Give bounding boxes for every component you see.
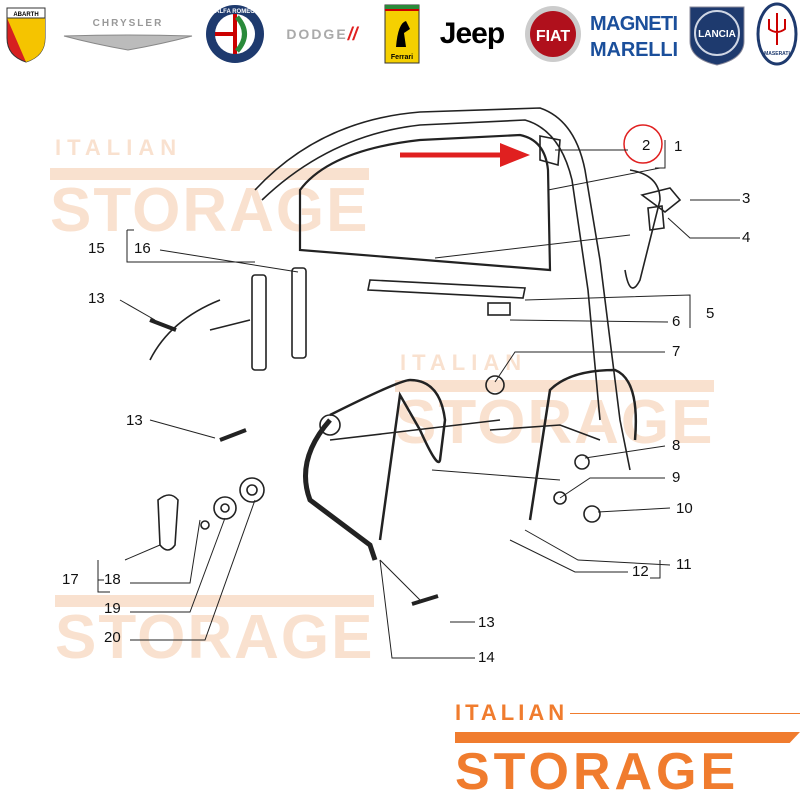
svg-text:MAGNETI: MAGNETI: [590, 13, 678, 35]
callout-3: 3: [742, 190, 750, 207]
lancia-logo: LANCIA: [686, 4, 748, 66]
dodge-logo: DODGE//: [286, 23, 358, 44]
callout-10: 10: [676, 500, 693, 517]
svg-text:ABARTH: ABARTH: [13, 12, 38, 18]
watermark-line1: ITALIAN: [400, 350, 528, 375]
italian-storage-logo: ITALIAN STORAGE: [455, 700, 800, 800]
chrysler-logo: CHRYSLER: [62, 4, 194, 64]
brand-line1: ITALIAN: [455, 700, 569, 725]
callout-16: 16: [134, 240, 151, 257]
highlight-arrow: [400, 143, 530, 167]
window-glass: [298, 133, 552, 272]
glass-channel: [367, 279, 526, 299]
callout-9: 9: [672, 469, 680, 486]
watermark-line2: STORAGE: [50, 168, 370, 242]
fiat-logo: FIAT: [524, 4, 582, 64]
magneti-marelli-logo: MAGNETI MARELLI: [588, 4, 680, 64]
callout-12: 12: [632, 563, 649, 580]
callout-20: 20: [104, 629, 121, 646]
callout-11: 11: [676, 556, 692, 573]
door-frame: [254, 107, 631, 471]
callout-15: 15: [88, 240, 105, 257]
svg-text:Ferrari: Ferrari: [391, 54, 413, 61]
watermark-line2: STORAGE: [55, 595, 375, 669]
abarth-logo: ABARTH: [2, 4, 50, 64]
callout-13: 13: [126, 412, 143, 429]
svg-text:FIAT: FIAT: [536, 28, 571, 45]
window-regulator: [329, 378, 447, 541]
callout-18: 18: [104, 571, 121, 588]
watermark-line1: ITALIAN: [55, 135, 183, 160]
svg-text:ALFA ROMEO: ALFA ROMEO: [215, 9, 255, 15]
brand-logo-bar: ABARTH CHRYSLER ALFA ROMEO DODGE// Ferra…: [0, 0, 800, 70]
ferrari-logo: Ferrari: [384, 4, 420, 64]
svg-text:MARELLI: MARELLI: [590, 39, 678, 61]
callout-19: 19: [104, 600, 121, 617]
guide-15: [251, 274, 267, 371]
callout-5: 5: [706, 305, 714, 322]
window-regulator-right: [528, 368, 638, 521]
callout-14: 14: [478, 649, 495, 666]
callout-13: 13: [478, 614, 495, 631]
maserati-logo: MASERATI: [756, 2, 798, 66]
alfa-romeo-logo: ALFA ROMEO: [204, 4, 266, 64]
seal-16: [291, 267, 307, 359]
watermark-line2: STORAGE: [395, 380, 715, 454]
svg-text:LANCIA: LANCIA: [698, 29, 736, 40]
callout-8: 8: [672, 437, 680, 454]
svg-text:MASERATI: MASERATI: [764, 51, 790, 57]
jeep-logo: Jeep: [439, 17, 505, 50]
callout-13: 13: [88, 290, 105, 307]
callout-1: 1: [674, 138, 682, 155]
window-crank-handle: [157, 494, 179, 551]
callout-7: 7: [672, 343, 680, 360]
svg-text:CHRYSLER: CHRYSLER: [93, 18, 164, 29]
highlight-circle: [623, 124, 663, 164]
callout-4: 4: [742, 229, 750, 246]
callout-6: 6: [672, 313, 680, 330]
callout-2: 2: [642, 137, 650, 154]
callout-17: 17: [62, 571, 79, 588]
leader-lines: [97, 140, 740, 659]
brand-line2: STORAGE: [455, 743, 740, 801]
